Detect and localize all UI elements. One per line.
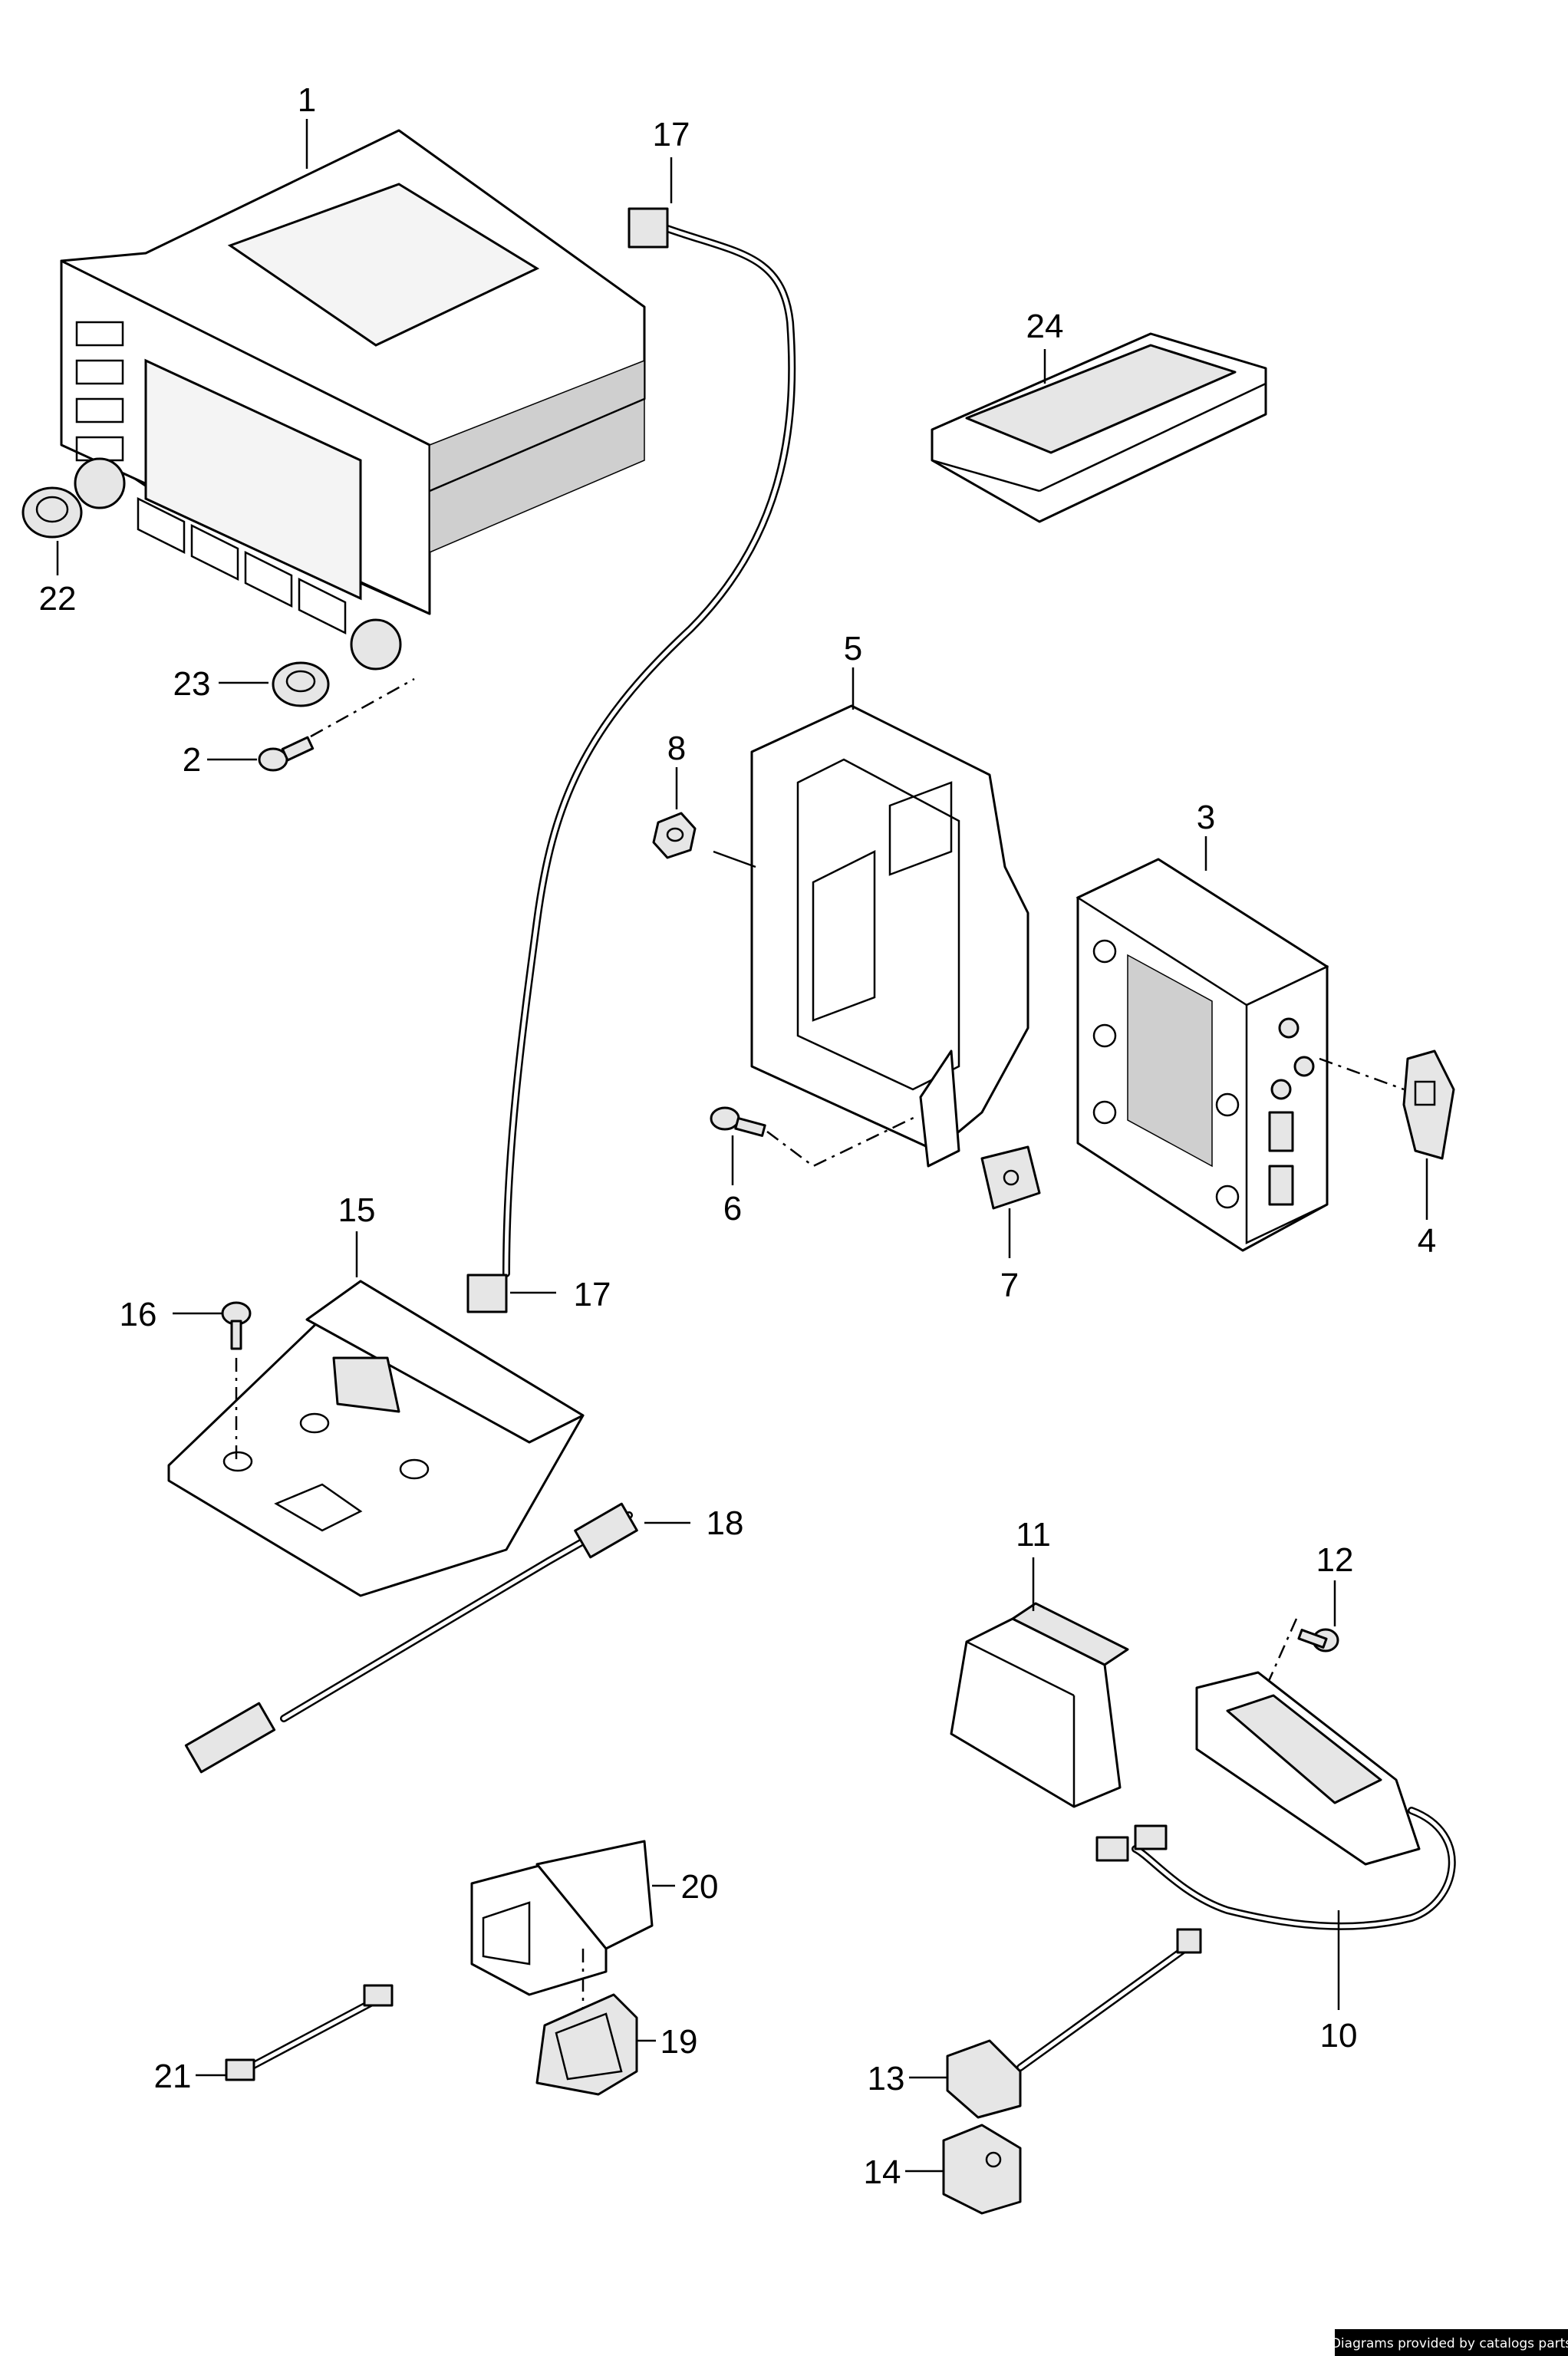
callout-7: 7 bbox=[1000, 1267, 1019, 1304]
callout-4: 4 bbox=[1418, 1222, 1436, 1260]
callout-18: 18 bbox=[707, 1504, 744, 1542]
cable-17-top-plug bbox=[628, 207, 669, 249]
callout-20: 20 bbox=[681, 1868, 719, 1906]
control-unit-3-illustration bbox=[1076, 858, 1405, 1252]
callout-15: 15 bbox=[338, 1191, 376, 1229]
connector-13-illustration bbox=[946, 1928, 1202, 2119]
right-knob bbox=[350, 618, 402, 671]
tray-15-illustration bbox=[167, 1280, 585, 1597]
callout-leaders bbox=[56, 119, 1428, 2173]
nut-8-illustration bbox=[652, 812, 697, 859]
actuator-10-illustration bbox=[1095, 1671, 1456, 1930]
credit-banner: Diagrams provided by catalogs parts bbox=[1331, 2329, 1568, 2356]
callout-16: 16 bbox=[120, 1296, 157, 1333]
head-unit-buttons-bottom bbox=[137, 496, 347, 635]
left-knob bbox=[74, 457, 126, 509]
callout-10: 10 bbox=[1320, 2017, 1358, 2054]
callout-21: 21 bbox=[154, 2058, 192, 2095]
clip-7-illustration bbox=[980, 1145, 1041, 1210]
callout-8: 8 bbox=[667, 730, 686, 767]
callout-22: 22 bbox=[39, 580, 77, 618]
callout-11: 11 bbox=[1016, 1516, 1051, 1554]
callout-17-top: 17 bbox=[653, 116, 690, 153]
callout-14: 14 bbox=[864, 2153, 901, 2191]
callout-19: 19 bbox=[660, 2023, 698, 2061]
screw-6-illustration bbox=[710, 1106, 917, 1168]
cable-21-illustration bbox=[225, 1984, 394, 2081]
cover-11-illustration bbox=[950, 1602, 1129, 1808]
callout-labels: 1 2 3 4 5 6 7 8 10 11 12 13 14 15 16 17 … bbox=[39, 81, 1437, 2191]
head-unit-illustration bbox=[60, 129, 646, 671]
knob-cap-illustration bbox=[21, 486, 83, 539]
callout-3: 3 bbox=[1197, 799, 1215, 836]
screw-16-illustration bbox=[221, 1301, 252, 1350]
cable-18-illustration bbox=[184, 1502, 638, 1774]
screw-2-illustration bbox=[258, 677, 415, 772]
connector-4-illustration bbox=[1402, 1049, 1455, 1160]
callout-6: 6 bbox=[723, 1190, 742, 1227]
module-24-illustration bbox=[931, 332, 1267, 523]
bracket-5-illustration bbox=[713, 704, 1029, 1168]
knob-cap-23-illustration bbox=[272, 661, 330, 707]
callout-13: 13 bbox=[868, 2060, 905, 2097]
callout-2: 2 bbox=[183, 741, 201, 779]
screw-12-illustration bbox=[1264, 1618, 1339, 1689]
callout-17-bottom: 17 bbox=[574, 1276, 611, 1313]
head-unit-buttons-left bbox=[75, 321, 124, 462]
callout-5: 5 bbox=[844, 630, 862, 667]
cable-17-bottom-plug bbox=[466, 1274, 508, 1313]
cap-14-illustration bbox=[942, 2124, 1022, 2215]
cable-17-illustration bbox=[466, 207, 796, 1313]
callout-12: 12 bbox=[1316, 1541, 1354, 1579]
bracket-20-illustration bbox=[470, 1840, 654, 2018]
callout-23: 23 bbox=[173, 665, 211, 703]
callout-1: 1 bbox=[298, 81, 316, 119]
credit-text: Diagrams provided by catalogs parts bbox=[1331, 2336, 1568, 2351]
callout-24: 24 bbox=[1026, 308, 1064, 345]
module-19-illustration bbox=[535, 1993, 638, 2096]
